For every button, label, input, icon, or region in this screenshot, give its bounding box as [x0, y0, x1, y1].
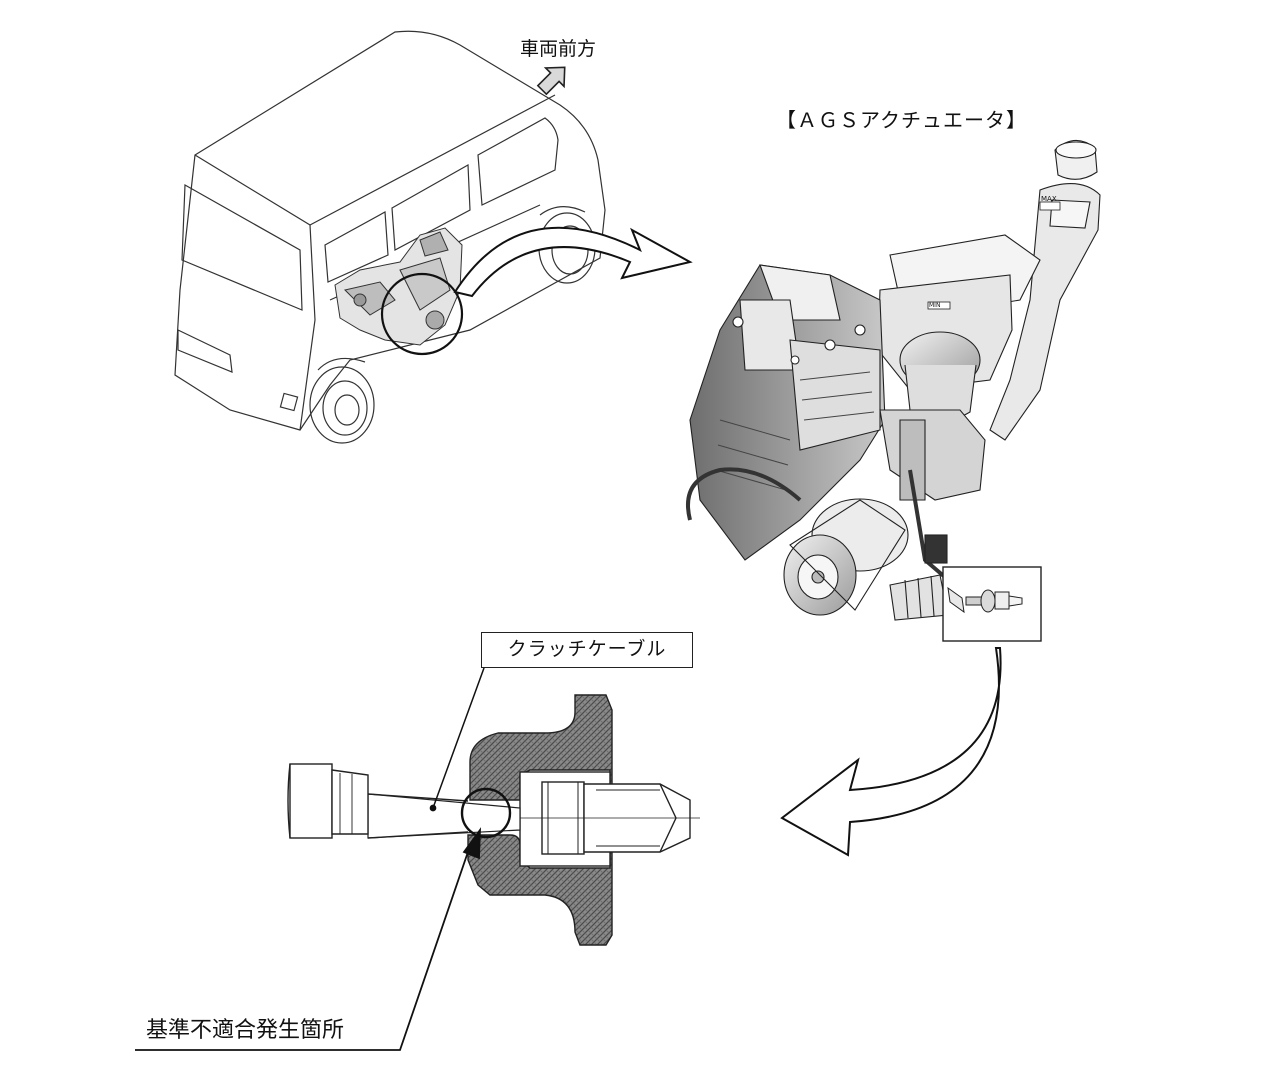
- max-marking: MAX: [1041, 195, 1057, 203]
- front-direction-arrow: [536, 66, 566, 96]
- curved-arrow-to-section: [780, 647, 1002, 857]
- vehicle-front-label: 車両前方: [520, 38, 597, 60]
- highlight-circle: [380, 272, 464, 356]
- clutch-cable-callout: クラッチケーブル: [481, 632, 693, 668]
- clutch-cable-leader: [429, 667, 485, 812]
- defect-location-label: 基準不適合発生箇所: [146, 1018, 345, 1043]
- engine-in-van: [334, 227, 463, 346]
- defect-circle: [460, 787, 512, 839]
- curved-arrow-to-actuator: [453, 226, 693, 298]
- cable-end-detail-box: [942, 566, 1042, 642]
- defect-leader-arrow: [135, 827, 482, 1051]
- cable-cross-section: [287, 694, 700, 946]
- ags-actuator-illustration: [686, 139, 1101, 621]
- min-marking: MIN: [929, 302, 941, 309]
- ags-actuator-title: 【ＡＧＳアクチュエータ】: [776, 108, 1027, 132]
